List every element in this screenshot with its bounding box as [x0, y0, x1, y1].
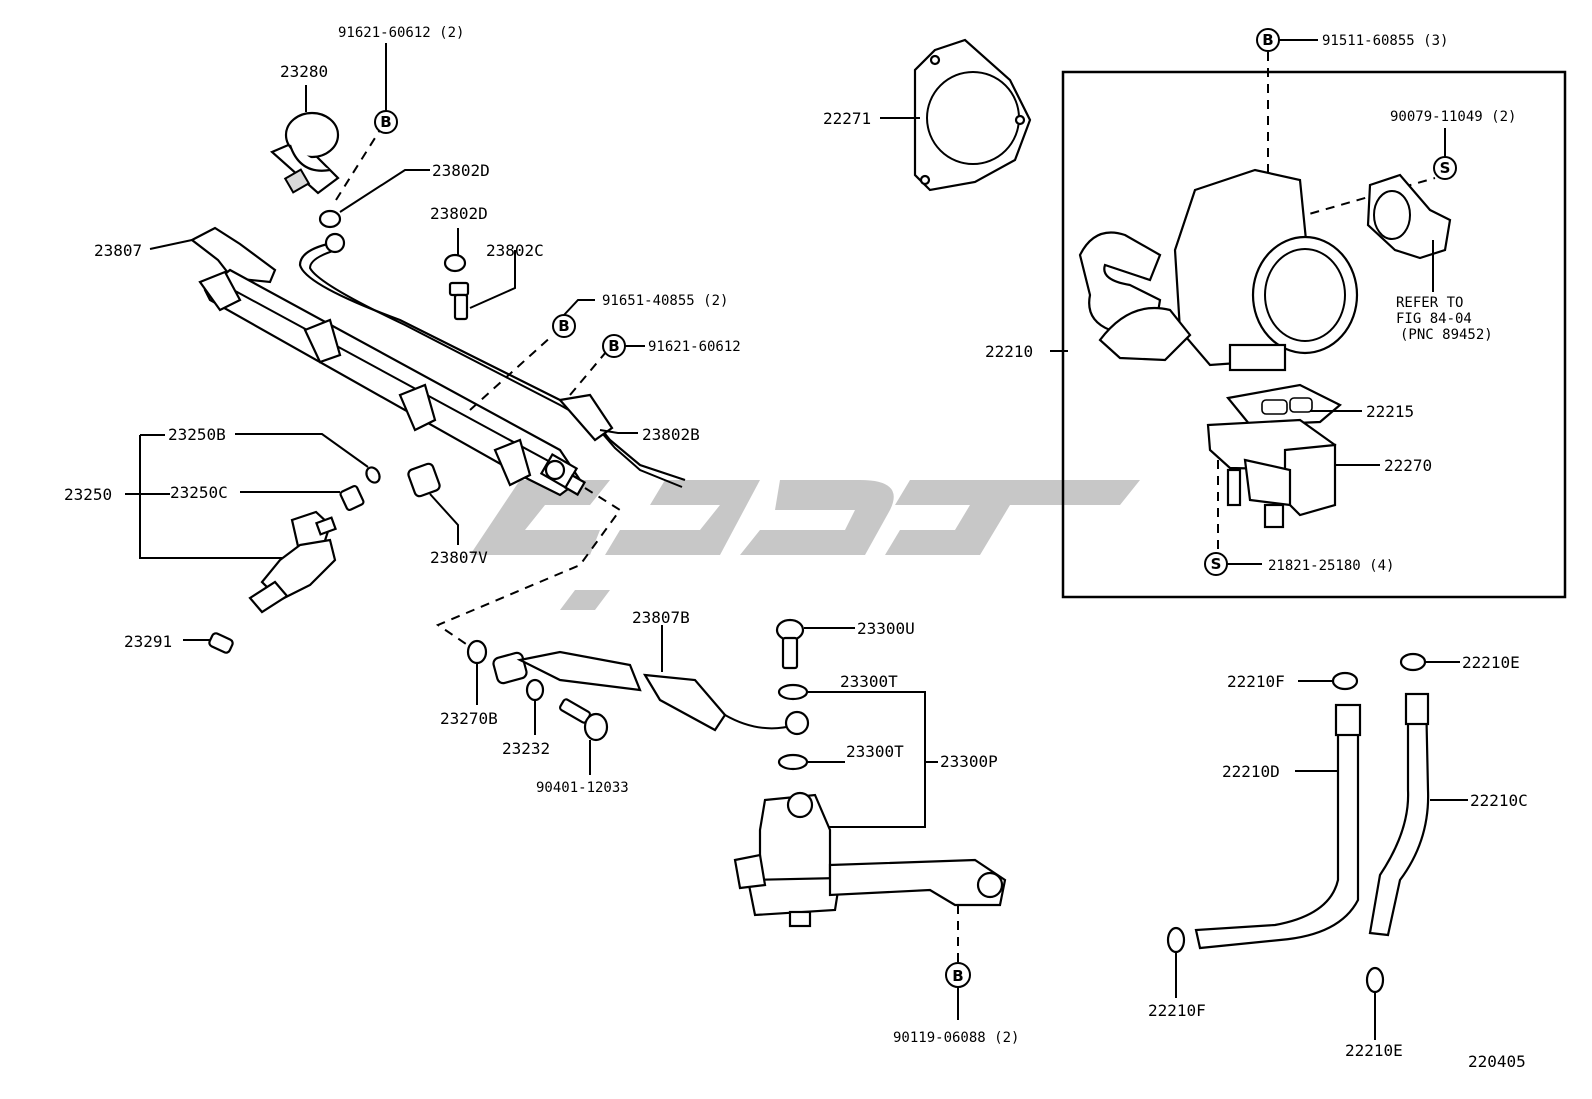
- label-refer-line2: FIG 84-04: [1396, 311, 1472, 327]
- label-22271: 22271: [823, 109, 871, 128]
- label-23250B: 23250B: [168, 425, 226, 444]
- label-22210D: 22210D: [1222, 762, 1280, 781]
- marker-s-isc: S: [1204, 552, 1262, 576]
- part-23802B-pipe: [298, 232, 686, 488]
- label-90401-12033: 90401-12033: [536, 780, 629, 796]
- throttle-group-frame: [1061, 70, 1567, 599]
- label-23300P: 23300P: [940, 752, 998, 771]
- leader-23807: [149, 239, 193, 250]
- part-23250B-oring: [365, 466, 381, 484]
- label-23280: 23280: [280, 62, 328, 81]
- part-23300P-regulator: [733, 791, 1007, 928]
- label-90079-11049: 90079-11049 (2): [1390, 109, 1516, 125]
- label-23802D-a: 23802D: [432, 161, 490, 180]
- label-23250C: 23250C: [170, 483, 228, 502]
- leader-23802C: [469, 250, 516, 309]
- part-23802D-gasket-upper: [318, 209, 342, 229]
- label-refer-line1: REFER TO: [1396, 295, 1463, 311]
- part-23250-injector: [248, 510, 337, 614]
- part-22210D-hose: [1194, 703, 1362, 950]
- label-23300T-b: 23300T: [846, 742, 904, 761]
- label-23802C: 23802C: [486, 241, 544, 260]
- part-22271-gasket: [913, 38, 1032, 192]
- label-23270B: 23270B: [440, 709, 498, 728]
- part-23807V: [407, 462, 441, 498]
- label-22210E-b: 22210E: [1345, 1041, 1403, 1060]
- label-91621-60612-mid: 91621-60612: [648, 339, 741, 355]
- label-23250: 23250: [64, 485, 112, 504]
- part-throttle-position-sensor: [1366, 173, 1452, 260]
- part-23300U-bolt: [775, 618, 805, 670]
- part-22210E-clamp-a: [1399, 652, 1427, 672]
- marker-b-throttle: B: [1256, 28, 1318, 52]
- label-22210F-b: 22210F: [1148, 1001, 1206, 1020]
- marker-b-91621-mid: B: [602, 334, 645, 358]
- part-23250C-grommet: [339, 485, 365, 511]
- label-refer-line3: (PNC 89452): [1400, 327, 1493, 343]
- bracket-23250: [139, 435, 285, 559]
- label-90119-06088: 90119-06088 (2): [893, 1030, 1019, 1046]
- part-22270-isc-valve: [1206, 418, 1337, 529]
- label-23291: 23291: [124, 632, 172, 651]
- label-22210F-a: 22210F: [1227, 672, 1285, 691]
- diagram-id: 220405: [1468, 1052, 1526, 1071]
- leader-23802D-a: [339, 169, 430, 213]
- bracket-23300P: [818, 691, 926, 828]
- svg-text:S: S: [1440, 159, 1451, 177]
- marker-b-91651: B: [552, 299, 595, 338]
- svg-text:B: B: [380, 113, 391, 131]
- part-23270B-gasket: [466, 639, 488, 665]
- part-22210F-clamp-a: [1331, 671, 1359, 691]
- part-23291: [208, 632, 234, 654]
- part-23807-rail: [189, 226, 587, 497]
- part-23232-gasket: [525, 678, 545, 702]
- part-23807B-hose: [492, 650, 810, 736]
- marker-b-top: B: [374, 43, 398, 134]
- part-23300T-oring-b: [777, 753, 809, 771]
- part-22210-throttle-body: [1078, 168, 1359, 372]
- part-23802C-union-bolt: [448, 281, 470, 321]
- svg-text:B: B: [608, 337, 619, 355]
- leader-23250B: [235, 433, 369, 468]
- svg-text:B: B: [952, 967, 963, 985]
- label-23802B: 23802B: [642, 425, 700, 444]
- label-23232: 23232: [502, 739, 550, 758]
- leader-23807V: [429, 493, 459, 545]
- label-23807B: 23807B: [632, 608, 690, 627]
- label-21821-25180: 21821-25180 (4): [1268, 558, 1394, 574]
- marker-b-bottom: B: [945, 962, 971, 1020]
- part-23300T-oring-a: [777, 683, 809, 701]
- label-23807: 23807: [94, 241, 142, 260]
- part-90401-12033-bolt: [559, 698, 609, 742]
- label-91511-60855: 91511-60855 (3): [1322, 33, 1448, 49]
- marker-s-sensor: S: [1433, 128, 1457, 180]
- label-91651-40855: 91651-40855 (2): [602, 293, 728, 309]
- svg-text:B: B: [558, 317, 569, 335]
- part-22210F-clamp-b: [1166, 926, 1186, 954]
- label-22270: 22270: [1384, 456, 1432, 475]
- callout-labels: 91621-60612 (2) 23280 23802D 23802D 2380…: [64, 25, 1528, 1071]
- label-22215: 22215: [1366, 402, 1414, 421]
- svg-text:S: S: [1211, 555, 1222, 573]
- label-23300U: 23300U: [857, 619, 915, 638]
- part-22210C-hose: [1368, 692, 1430, 937]
- label-23802D-b: 23802D: [430, 204, 488, 223]
- part-22215-gasket: [1225, 383, 1342, 427]
- leader-23802B: [599, 429, 638, 434]
- label-22210C: 22210C: [1470, 791, 1528, 810]
- label-23807V: 23807V: [430, 548, 488, 567]
- svg-text:B: B: [1262, 31, 1273, 49]
- label-22210: 22210: [985, 342, 1033, 361]
- label-91621-60612-top: 91621-60612 (2): [338, 25, 464, 41]
- part-23280-damper: [269, 111, 340, 195]
- part-22210E-clamp-b: [1365, 966, 1385, 994]
- watermark: [470, 480, 1140, 610]
- label-22210E-a: 22210E: [1462, 653, 1520, 672]
- label-23300T-a: 23300T: [840, 672, 898, 691]
- part-23802D-gasket-lower: [443, 253, 467, 273]
